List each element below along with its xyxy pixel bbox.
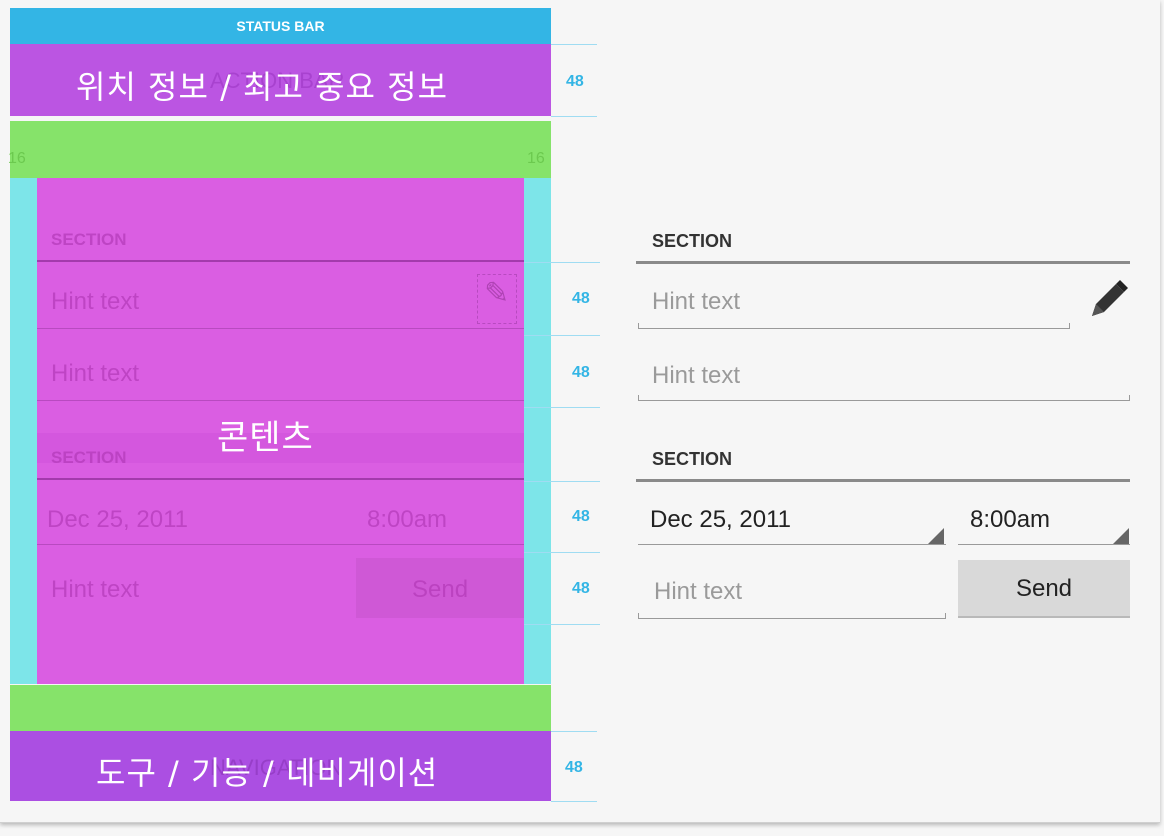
bottom-margin-zone: [10, 685, 551, 731]
input-tick: [638, 613, 639, 619]
send-button[interactable]: Send: [958, 560, 1130, 618]
guide-line: [524, 262, 600, 263]
ghost-hint-2: Hint text: [51, 360, 140, 387]
action-bar-ghost-label: ACTION BAR: [210, 68, 345, 93]
row1-height-label: 48: [572, 290, 590, 307]
guide-line: [551, 731, 597, 732]
input-underline: [958, 544, 1130, 545]
guide-line: [551, 116, 597, 117]
hint-input-3-placeholder: Hint text: [654, 578, 743, 605]
ghost-section-2: SECTION: [51, 448, 127, 467]
ghost-section-band: [37, 433, 524, 463]
ghost-rule-1: [37, 260, 524, 262]
ghost-edit-box: [477, 274, 517, 324]
ghost-time: 8:00am: [367, 506, 448, 533]
status-bar: STATUS BAR: [10, 8, 551, 44]
hint-input-3[interactable]: Hint text: [638, 568, 946, 620]
guide-line: [551, 801, 597, 802]
guide-line: [524, 624, 600, 625]
input-tick: [1069, 323, 1070, 329]
right-margin-label: 16: [527, 150, 545, 167]
top-margin-zone: [10, 121, 551, 178]
left-margin-label: 16: [8, 150, 26, 167]
dropdown-corner-icon: [1113, 528, 1129, 544]
input-tick: [1129, 395, 1130, 401]
right-gutter: [524, 178, 551, 684]
ghost-rule-2: [37, 478, 524, 480]
left-gutter: [10, 178, 37, 684]
content-zone: SECTION Hint text ✎ Hint text 콘텐츠 SECTIO…: [37, 178, 524, 684]
ghost-hint-1: Hint text: [51, 288, 140, 315]
pencil-icon[interactable]: [1086, 276, 1128, 320]
navigation-ghost-label: NAVIGATION: [210, 755, 343, 780]
bottom-zone-label: 도구 / 기능 / 네비게이션: [96, 754, 439, 792]
guide-line: [524, 552, 600, 553]
input-tick: [638, 395, 639, 401]
top-bar-height-label: 48: [566, 73, 584, 90]
hint-input-2-placeholder: Hint text: [652, 362, 741, 389]
dropdown-corner-icon: [928, 528, 944, 544]
input-underline: [638, 328, 1070, 329]
hint-input-1[interactable]: Hint text: [638, 280, 1070, 330]
top-zone-label: 위치 정보 / 최고 중요 정보: [76, 68, 449, 106]
input-underline: [638, 400, 1130, 401]
top-zone: ACTION BAR 위치 정보 / 최고 중요 정보: [10, 44, 551, 116]
guide-line: [551, 44, 597, 45]
ghost-date: Dec 25, 2011: [47, 506, 188, 533]
ghost-send-button: [356, 558, 524, 618]
row3-height-label: 48: [572, 508, 590, 525]
ghost-divider-3: [37, 544, 524, 545]
row2-height-label: 48: [572, 364, 590, 381]
bottom-zone: NAVIGATION 도구 / 기능 / 네비게이션: [10, 731, 551, 801]
ghost-send-label: Send: [412, 576, 469, 603]
ghost-section-1: SECTION: [51, 230, 127, 249]
guide-line: [524, 335, 600, 336]
section-header-2: SECTION: [652, 449, 733, 469]
ghost-divider-1: [37, 328, 524, 329]
ghost-pencil-icon: ✎: [484, 277, 510, 310]
guide-line: [524, 481, 600, 482]
ghost-hint-3: Hint text: [51, 576, 140, 603]
section-rule-1: [636, 261, 1130, 264]
hint-input-1-placeholder: Hint text: [652, 288, 741, 315]
content-label: 콘텐츠: [217, 418, 314, 458]
date-value: Dec 25, 2011: [650, 506, 791, 533]
hint-input-2[interactable]: Hint text: [638, 352, 1130, 402]
input-tick: [945, 613, 946, 619]
input-tick: [638, 323, 639, 329]
row4-height-label: 48: [572, 580, 590, 597]
date-picker[interactable]: Dec 25, 2011: [638, 496, 946, 546]
time-value: 8:00am: [970, 506, 1051, 533]
bottom-bar-height-label: 48: [565, 759, 583, 776]
section-header-1: SECTION: [652, 231, 733, 251]
ghost-divider-2: [37, 400, 524, 401]
section-rule-2: [636, 479, 1130, 482]
input-underline: [638, 618, 946, 619]
time-picker[interactable]: 8:00am: [958, 496, 1130, 546]
guide-line: [524, 407, 600, 408]
input-underline: [638, 544, 946, 545]
